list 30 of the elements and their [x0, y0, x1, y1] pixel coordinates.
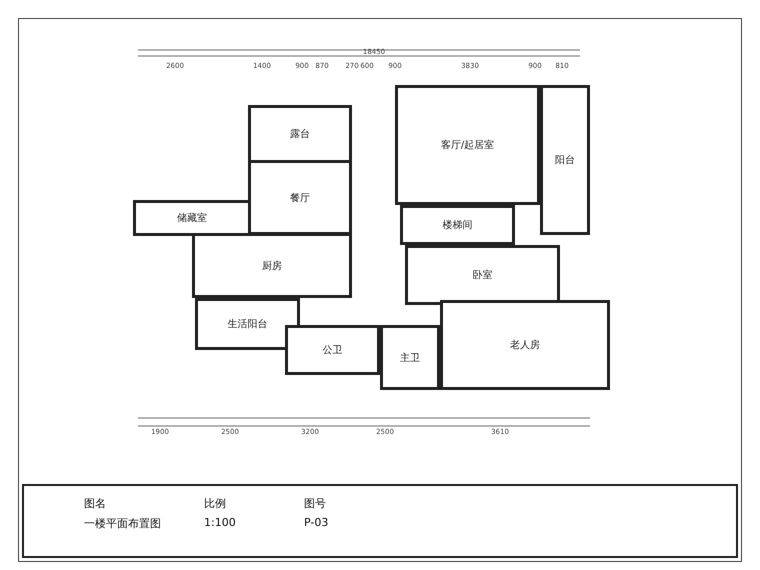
room-label: 厨房 — [260, 258, 284, 272]
room-outline — [395, 85, 540, 205]
room-label: 餐厅 — [288, 190, 312, 204]
title-block-text: 一楼平面布置图 — [84, 516, 161, 531]
title-block-text: 1:100 — [204, 516, 236, 529]
room-outline — [405, 245, 560, 305]
room-outline — [380, 325, 440, 390]
title-block-text: P-03 — [304, 516, 328, 529]
room-outline — [248, 105, 352, 163]
room-label: 卧室 — [470, 268, 494, 282]
room-outline — [248, 160, 352, 235]
room-outline — [540, 85, 590, 235]
room-outline — [133, 200, 251, 236]
title-block-text: 图名 — [84, 496, 106, 511]
room-outline — [285, 325, 380, 375]
room-label: 客厅/起居室 — [438, 138, 496, 152]
room-label: 老人房 — [508, 338, 542, 352]
room-outline — [195, 298, 300, 350]
room-label: 生活阳台 — [226, 317, 270, 331]
room-label: 储藏室 — [175, 211, 209, 225]
room-label: 露台 — [288, 127, 312, 141]
room-outline — [192, 233, 352, 298]
room-label: 楼梯间 — [440, 218, 474, 232]
title-block-text: 比例 — [204, 496, 226, 511]
room-label: 阳台 — [553, 153, 577, 167]
room-outline — [400, 205, 515, 245]
title-block-text: 图号 — [304, 496, 326, 511]
room-outline — [440, 300, 610, 390]
room-label: 公卫 — [320, 343, 344, 357]
room-label: 主卫 — [398, 350, 422, 364]
